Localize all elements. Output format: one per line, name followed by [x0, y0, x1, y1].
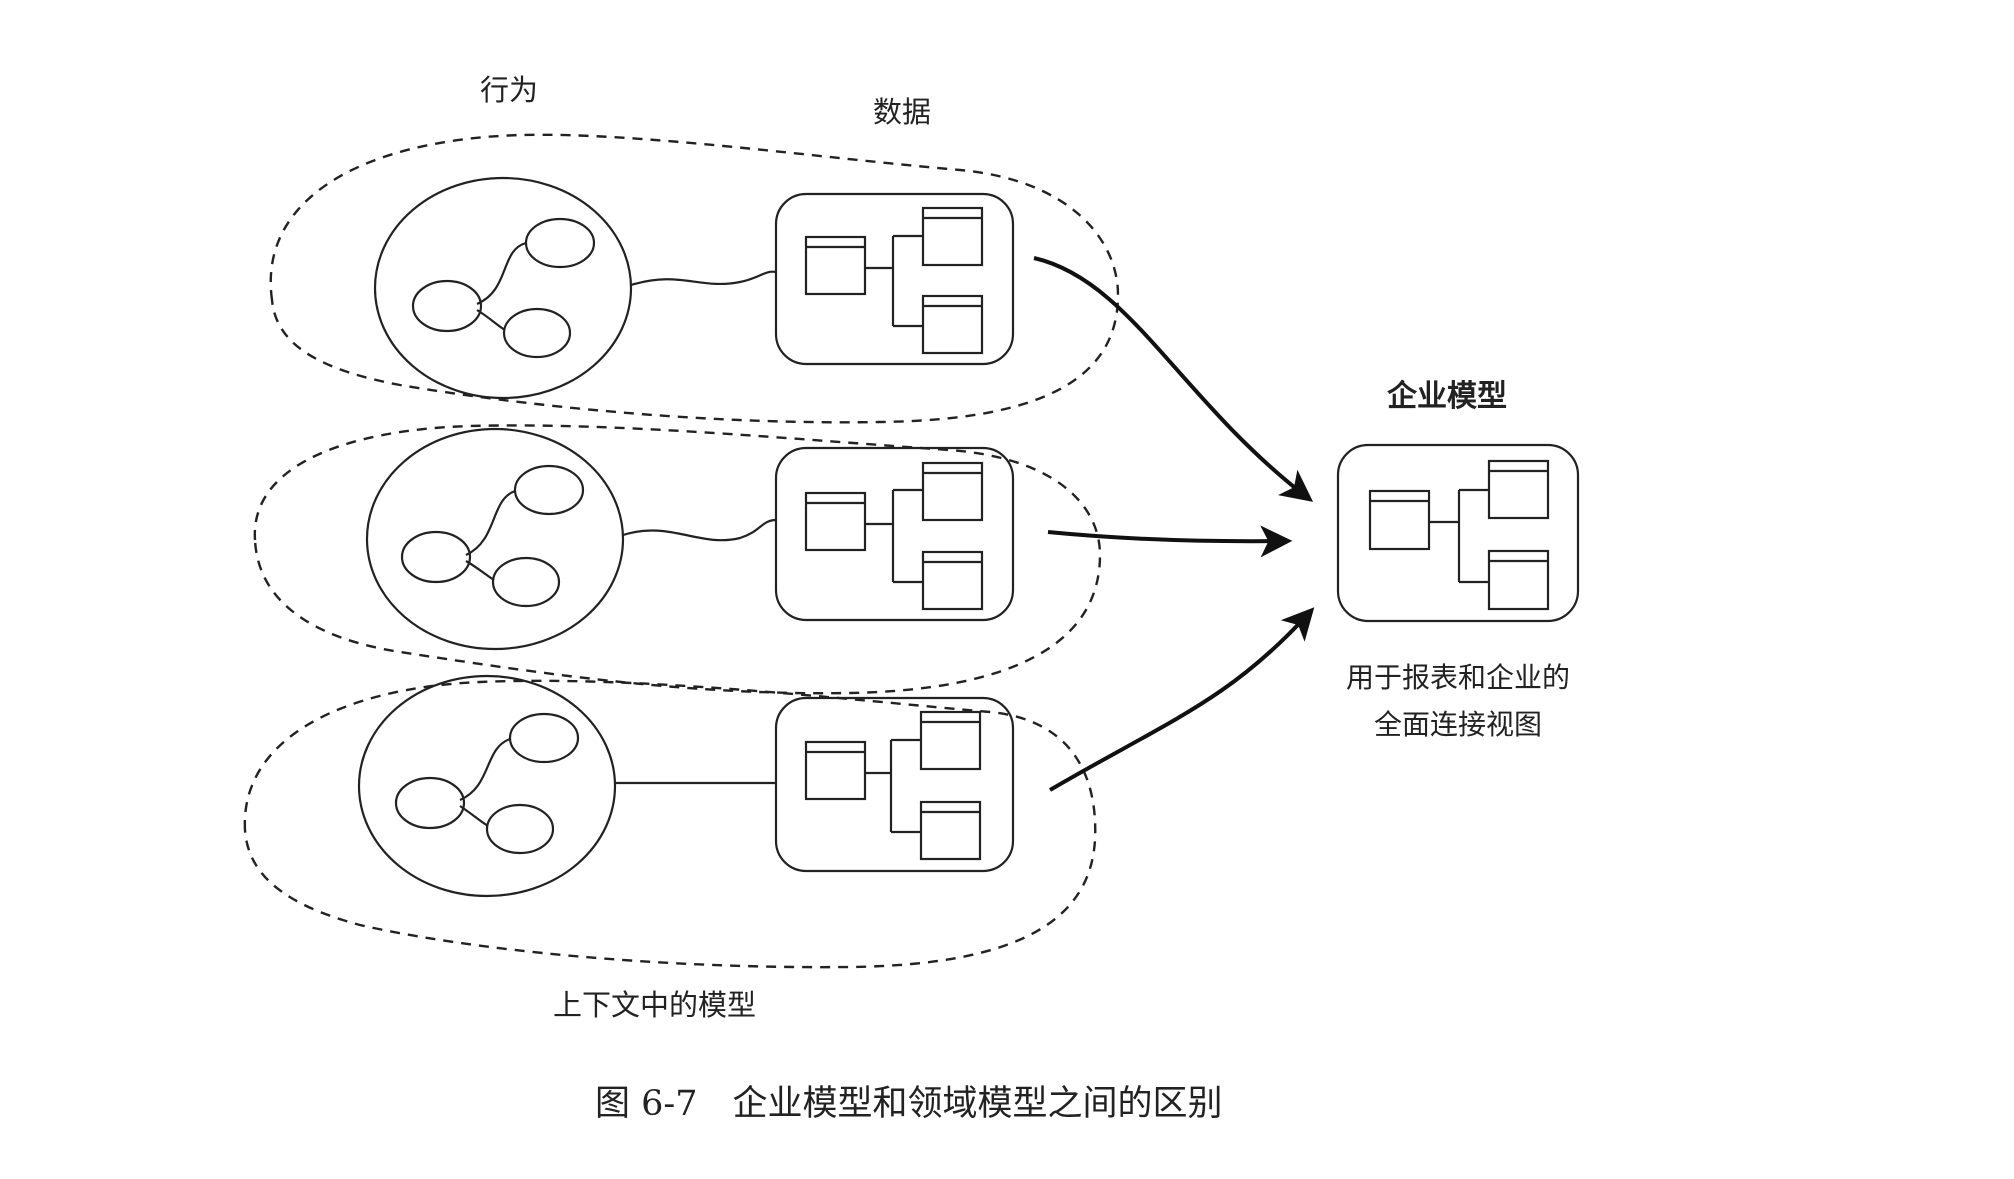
behavior-node: [502, 307, 572, 359]
arrow-2: [1047, 525, 1293, 558]
behavior-circle-1: [373, 176, 633, 400]
behavior-node: [400, 530, 472, 584]
context-boundary-3: [243, 679, 1097, 969]
behavior-node: [485, 803, 555, 855]
entity-connector: [865, 234, 923, 328]
enterprise-desc-line1: 用于报表和企业的: [1345, 661, 1571, 694]
arrow-1: [1033, 256, 1314, 502]
data-model-2: [774, 446, 1015, 622]
entity-box: [921, 206, 984, 267]
behavior-circle-2: [365, 427, 625, 651]
behavior-data-link-1: [630, 270, 777, 287]
entity-connector: [865, 488, 923, 584]
enterprise-model-label: 企业模型: [1387, 379, 1507, 414]
behavior-data-link-2: [622, 518, 777, 542]
behavior-node: [394, 776, 466, 830]
entity-box: [1368, 489, 1431, 551]
entity-box: [804, 491, 867, 552]
entity-box: [919, 710, 982, 771]
data-model-3: [774, 696, 1015, 873]
behavior-label: 行为: [480, 73, 539, 107]
data-model-1: [774, 192, 1015, 366]
entity-box: [921, 294, 984, 355]
data-model-box-3: [774, 696, 1015, 873]
behavior-node: [508, 712, 580, 764]
entity-box: [804, 235, 867, 296]
enterprise-desc-line2: 全面连接视图: [1373, 708, 1543, 741]
entity-connector: [1429, 488, 1489, 584]
entity-box: [1487, 549, 1550, 611]
behavior-node: [513, 464, 585, 516]
entity-connector: [865, 738, 921, 834]
entity-box: [921, 461, 984, 522]
entity-box: [921, 550, 984, 611]
behavior-node: [491, 556, 561, 608]
enterprise-model: [1336, 443, 1580, 623]
behavior-link: [465, 489, 516, 556]
behavior-model-3: [357, 674, 617, 898]
behavior-link: [459, 805, 489, 827]
enterprise-model-box: [1336, 443, 1580, 623]
data-label: 数据: [873, 95, 932, 129]
behavior-model-1: [373, 176, 633, 400]
arrow-3: [1048, 607, 1315, 792]
behavior-link: [476, 309, 506, 331]
context-models-label: 上下文中的模型: [553, 988, 757, 1022]
entity-box: [1487, 459, 1550, 520]
behavior-link: [459, 737, 511, 802]
behavior-node: [524, 217, 596, 269]
behavior-circle-3: [357, 674, 617, 898]
context-boundary-2: [253, 424, 1102, 695]
data-model-box-2: [774, 446, 1015, 622]
figure-caption: 图 6-7 企业模型和领域模型之间的区别: [595, 1084, 1223, 1124]
entity-box: [919, 800, 982, 861]
entity-box: [804, 740, 867, 801]
behavior-link: [476, 241, 527, 306]
behavior-model-2: [365, 427, 625, 651]
behavior-link: [465, 560, 495, 581]
behavior-node: [411, 279, 483, 333]
context-boundary-1: [269, 133, 1120, 424]
data-model-box-1: [774, 192, 1015, 366]
